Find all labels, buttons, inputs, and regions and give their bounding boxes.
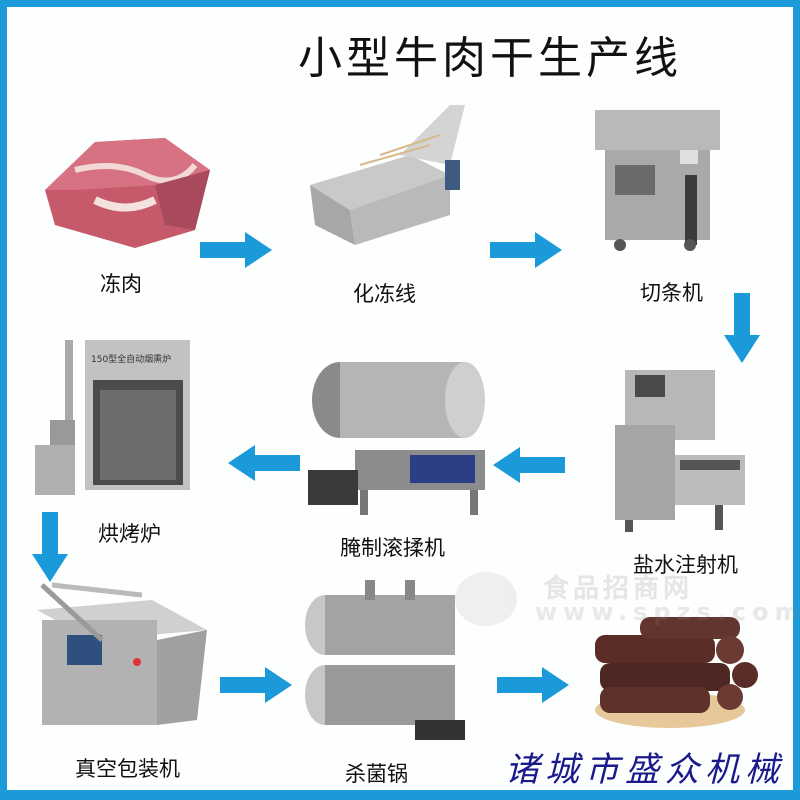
- watermark-text: 食品招商网: [543, 574, 694, 604]
- arrow-right-icon: [497, 667, 569, 703]
- strip-cutter-image: [595, 110, 720, 251]
- arrow-left-icon: [228, 445, 300, 481]
- step-label-vacuum-packer: 真空包装机: [75, 757, 180, 781]
- step-label-brine-injector: 盐水注射机: [633, 553, 738, 577]
- step-label-frozen-beef: 冻肉: [100, 272, 142, 296]
- arrow-right-icon: [220, 667, 292, 703]
- step-label-strip-cutter: 切条机: [640, 281, 703, 305]
- beef-jerky-image: [595, 617, 758, 728]
- thawing-line-image: [310, 105, 465, 245]
- step-label-thawing-line: 化冻线: [353, 282, 416, 306]
- company-name: 诸城市盛众机械: [505, 750, 785, 790]
- frozen-beef-image: [45, 138, 210, 248]
- oven-plate-text: 150型全自动烟熏炉: [91, 353, 171, 365]
- step-label-tumbler: 腌制滚揉机: [340, 536, 445, 560]
- diagram-title: 小型牛肉干生产线: [298, 33, 682, 84]
- arrow-right-icon: [200, 232, 272, 268]
- brine-injector-image: [615, 370, 745, 532]
- watermark-logo-icon: [455, 572, 517, 626]
- tumbler-image: [308, 362, 485, 515]
- arrow-down-icon: [724, 293, 760, 363]
- arrow-down-icon: [32, 512, 68, 582]
- vacuum-packer-image: [37, 582, 207, 725]
- watermark: 食品招商网 www.spzs.com: [455, 568, 800, 638]
- arrow-right-icon: [490, 232, 562, 268]
- step-label-retort: 杀菌锅: [345, 762, 408, 786]
- arrow-left-icon: [493, 447, 565, 483]
- watermark-url: www.spzs.com: [535, 598, 800, 626]
- retort-image: [305, 580, 465, 740]
- smoke-oven-image: 150型全自动烟熏炉: [35, 340, 190, 495]
- step-label-smoke-oven: 烘烤炉: [98, 522, 161, 546]
